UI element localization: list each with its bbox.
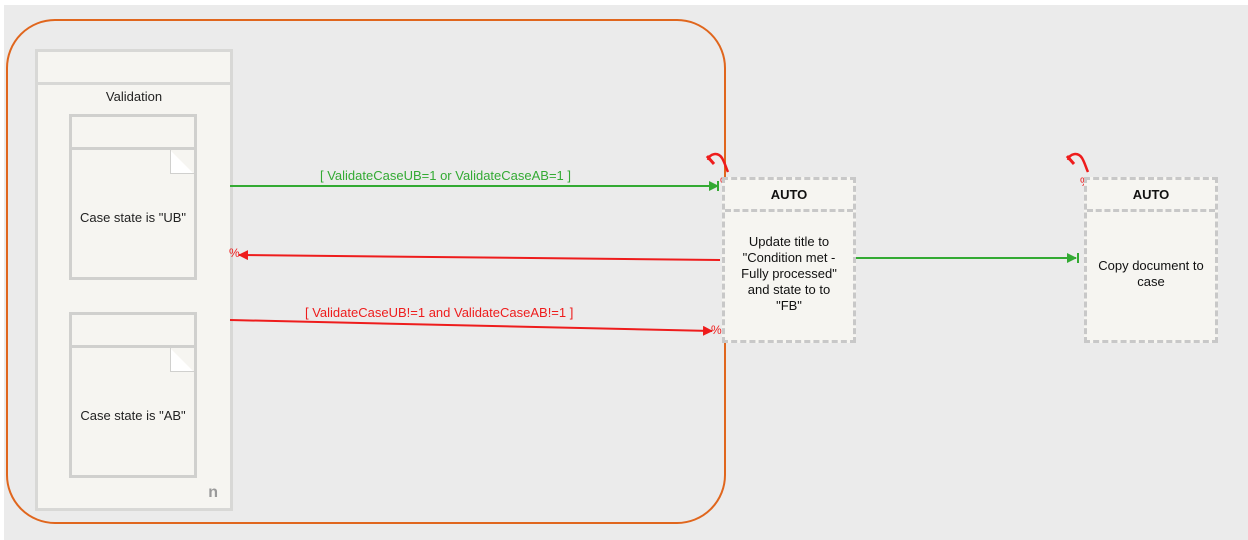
task-update-title-header: AUTO xyxy=(725,180,853,212)
document-ab-label: Case state is "AB" xyxy=(80,407,186,423)
connection-label-ub[interactable]: [ ValidateCaseUB=1 or ValidateCaseAB=1 ] xyxy=(320,168,571,183)
task-update-title[interactable]: AUTO Update title to "Condition met - Fu… xyxy=(722,177,856,343)
percent-marker: % xyxy=(711,323,722,337)
loop-handle-icon[interactable] xyxy=(704,150,734,180)
loop-handle-icon[interactable] xyxy=(1064,150,1094,180)
page-fold-icon xyxy=(170,150,194,174)
task-update-title-body: Update title to "Condition met - Fully p… xyxy=(725,212,853,340)
document-ab-header xyxy=(72,315,194,348)
task-body-line: "FB" xyxy=(776,298,802,313)
document-ub-label: Case state is "UB" xyxy=(79,209,187,225)
workflow-canvas[interactable]: Validation Case state is "UB" Case state… xyxy=(4,5,1248,540)
task-body-line: case xyxy=(1137,274,1165,289)
page-fold-icon xyxy=(170,348,194,372)
document-ub[interactable]: Case state is "UB" xyxy=(69,114,197,280)
connections-layer xyxy=(229,181,1079,336)
document-ab[interactable]: Case state is "AB" xyxy=(69,312,197,478)
multiplicity-marker: n xyxy=(208,484,218,501)
task-body-line: Copy document to xyxy=(1098,258,1204,273)
validation-group-header[interactable] xyxy=(38,52,230,85)
connection-ab-to-update[interactable] xyxy=(229,319,713,336)
connection-update-to-ub-failure[interactable] xyxy=(238,250,721,261)
task-body-line: and state to to xyxy=(747,282,831,297)
task-body-line: Update title to xyxy=(748,234,830,249)
percent-marker: % xyxy=(229,246,240,260)
connection-label-ab[interactable]: [ ValidateCaseUB!=1 and ValidateCaseAB!=… xyxy=(305,305,574,320)
task-body-line: Fully processed" xyxy=(741,266,837,281)
document-ub-header xyxy=(72,117,194,150)
validation-group[interactable]: Validation Case state is "UB" Case state… xyxy=(35,49,233,511)
task-copy-document-header: AUTO xyxy=(1087,180,1215,212)
task-copy-document-body: Copy document to case xyxy=(1087,212,1215,340)
task-body-line: "Condition met - xyxy=(742,250,836,265)
validation-group-title: Validation xyxy=(105,89,163,104)
task-copy-document[interactable]: AUTO Copy document to case xyxy=(1084,177,1218,343)
